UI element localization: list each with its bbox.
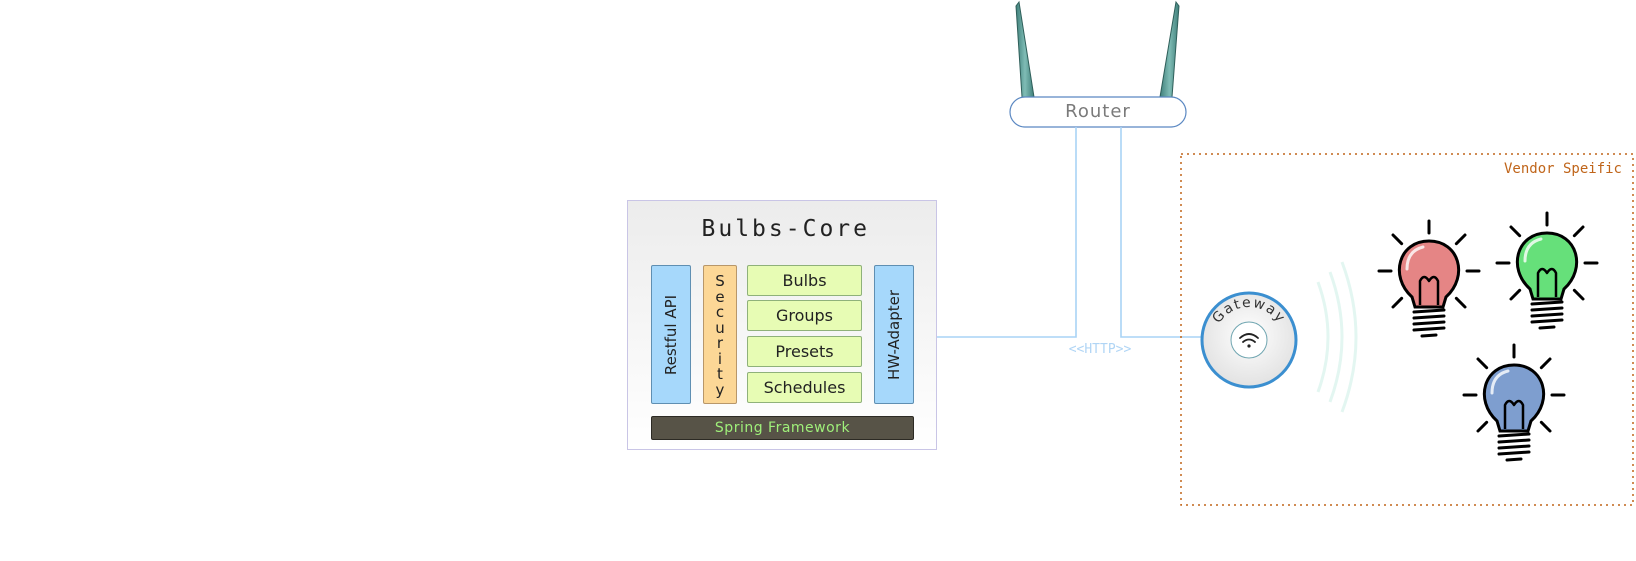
module-groups: Groups [747,300,862,331]
hw-adapter-label: HW-Adapter [885,289,903,380]
hw-adapter-bar: HW-Adapter [874,265,914,404]
light-bulb-icon [1377,219,1481,338]
module-presets: Presets [747,336,862,367]
vendor-specific-label: Vendor Speific [1503,161,1622,177]
light-bulb-icon [1462,343,1566,462]
module-schedules: Schedules [747,372,862,403]
restful-api-label: Restful API [662,294,680,375]
wifi-icon [1239,333,1259,348]
router-label: Router [1065,101,1131,122]
component-title: Bulbs-Core [701,216,870,242]
http-connection-label: <<HTTP>> [1068,342,1132,357]
module-bulbs: Bulbs [747,265,862,296]
connector-lines [937,127,1202,338]
restful-api-bar: Restful API [651,265,691,404]
light-bulbs [1377,211,1599,462]
wireless-waves [1316,261,1358,413]
gateway-node: Gateway [1200,291,1298,389]
spring-framework-bar: Spring Framework [651,416,914,440]
router-icon [1009,0,1187,128]
light-bulb-icon [1495,211,1599,330]
